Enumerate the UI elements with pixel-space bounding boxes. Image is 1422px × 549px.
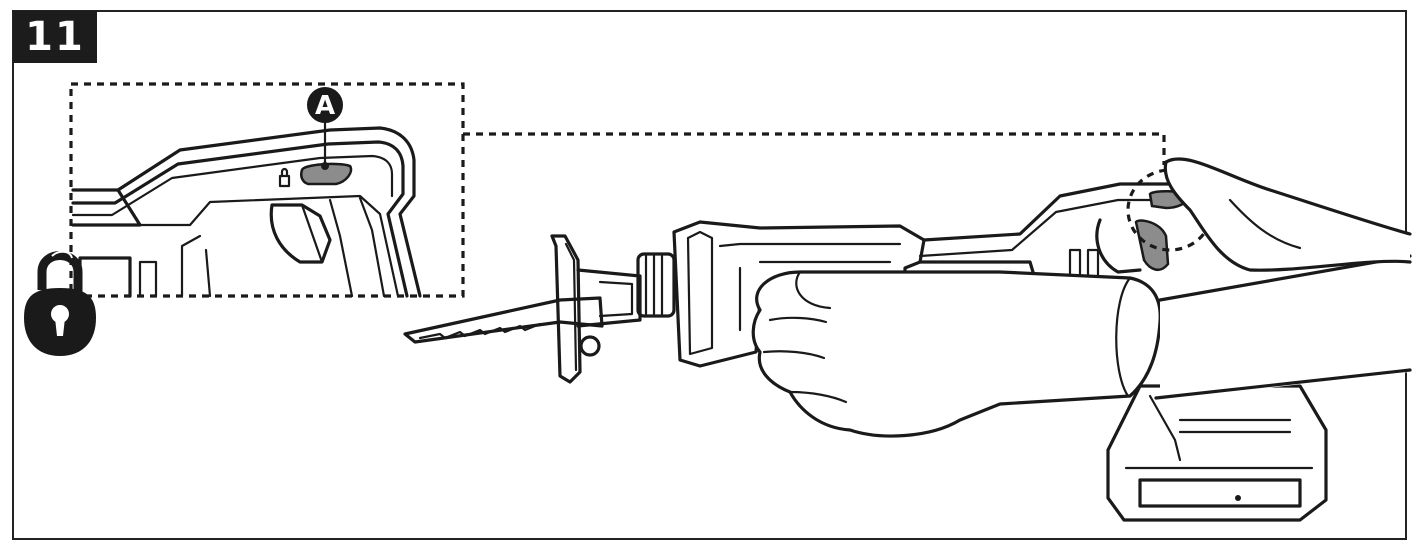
saw-shoe — [550, 234, 582, 384]
step-number-badge: 11 — [13, 11, 97, 63]
saw-main — [403, 168, 1328, 522]
callout-label: A — [315, 91, 335, 121]
saw-blade — [403, 296, 604, 344]
detail-inset: A — [69, 82, 1166, 298]
front-hand — [751, 270, 1162, 438]
detail-inset-border — [69, 82, 465, 298]
rear-arm — [1154, 157, 1412, 400]
detail-leader-line — [463, 132, 1166, 165]
collar-nut — [636, 252, 676, 318]
detail-handle — [71, 126, 422, 298]
battery-pack — [1106, 384, 1328, 522]
lock-icon — [24, 250, 96, 356]
housing-lock-glyph — [278, 174, 291, 188]
instruction-frame — [12, 10, 1407, 540]
callout-a: A — [307, 87, 343, 170]
